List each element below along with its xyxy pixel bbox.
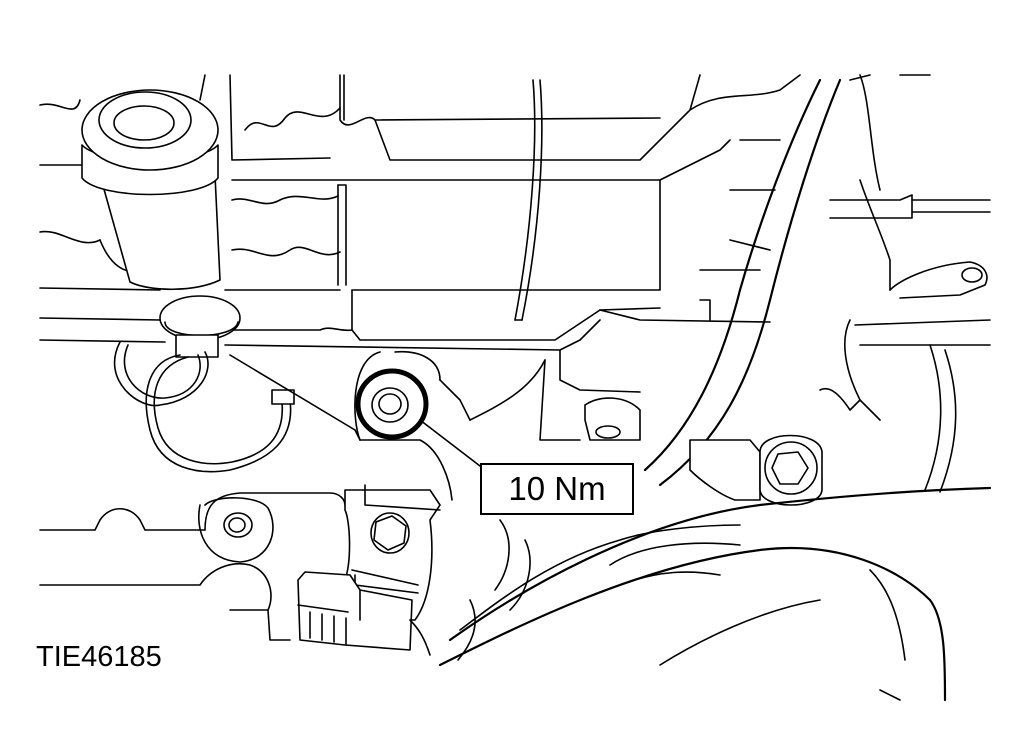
torque-callout-label: 10 Nm [480,463,634,515]
wire-post [115,296,294,472]
callout-leader-line [420,420,480,466]
right-housing [645,75,990,492]
lower-pulley [440,488,990,700]
filler-tube [82,90,220,289]
rail-lines [40,288,770,350]
target-bolt [358,371,426,437]
bracket-bolt [585,398,822,505]
upper-housing [40,75,800,320]
sensor-body [298,485,440,655]
lower-left-mounting [40,493,345,640]
sensor-bracket [230,350,640,500]
figure-reference-id: TIE46185 [36,641,162,673]
